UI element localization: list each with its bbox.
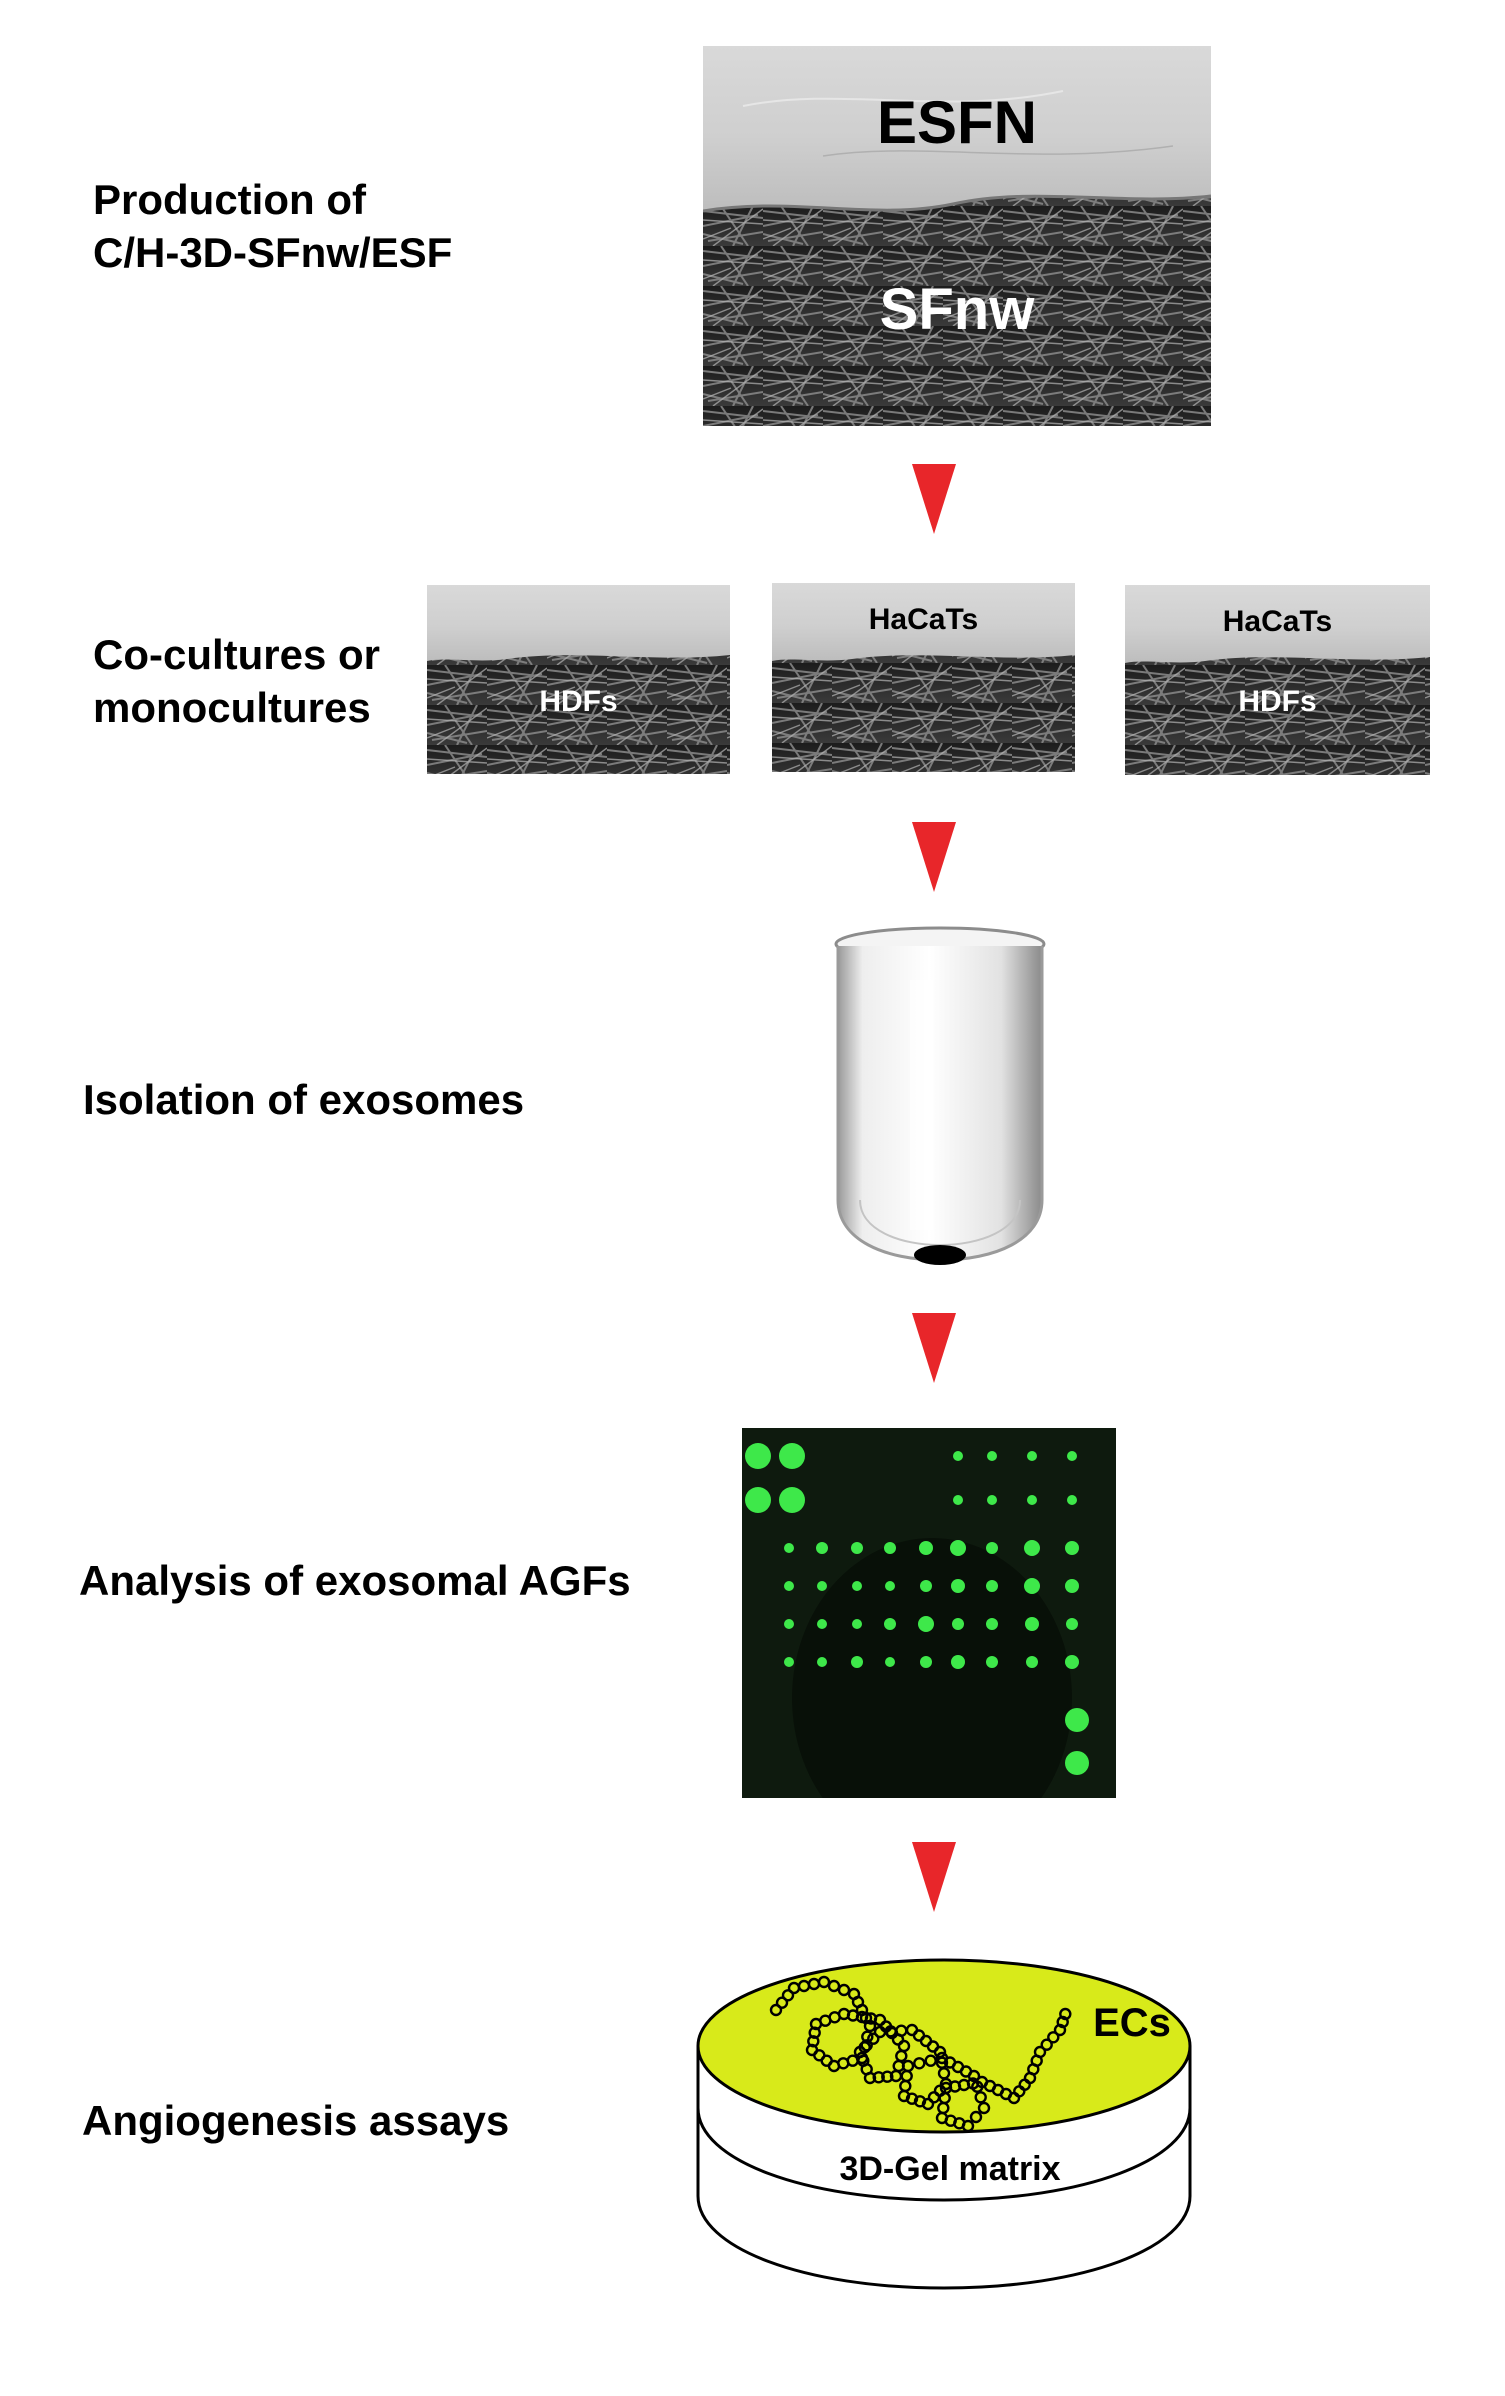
array-spot	[1027, 1451, 1037, 1461]
array-spot	[1065, 1708, 1089, 1732]
step-label-line: Co-cultures or	[93, 631, 381, 678]
step-label-line: Isolation of exosomes	[83, 1076, 525, 1123]
array-spot	[745, 1443, 771, 1469]
flow-arrow-3	[912, 1313, 956, 1383]
esfn-layer-label: ESFN	[876, 89, 1038, 156]
antibody-array-image	[742, 1428, 1116, 1798]
step-label-line: Production of	[93, 176, 366, 223]
array-spot	[852, 1581, 862, 1591]
array-spot	[1067, 1451, 1077, 1461]
array-spot	[779, 1487, 805, 1513]
culture-sem-graphic	[772, 583, 1075, 772]
sfnw-layer-label: SFnw	[879, 277, 1035, 342]
step-label-production: Production of C/H-3D-SFnw/ESF	[93, 173, 452, 279]
array-spot	[1024, 1578, 1040, 1594]
array-spot	[884, 1542, 896, 1554]
culture-panel-hacats: HaCaTs	[772, 583, 1075, 772]
culture-bottom-label: HDFs	[539, 685, 618, 718]
array-spot	[952, 1618, 964, 1630]
array-spot	[951, 1655, 965, 1669]
dish-top-surface	[696, 1958, 1192, 2134]
step-label-cultures: Co-cultures or monocultures	[93, 628, 380, 734]
step-label-line: C/H-3D-SFnw/ESF	[93, 229, 453, 276]
array-spot	[851, 1656, 863, 1668]
culture-panel-coculture: HaCaTs HDFs	[1125, 585, 1430, 775]
array-spot	[1065, 1751, 1089, 1775]
flow-arrow-4	[912, 1842, 956, 1912]
array-spot	[1024, 1540, 1040, 1556]
array-spot	[951, 1579, 965, 1593]
gel-matrix-label: 3D-Gel matrix	[839, 2150, 1060, 2188]
step-label-line: monocultures	[93, 684, 371, 731]
array-spot	[919, 1541, 933, 1555]
array-spot	[817, 1657, 827, 1667]
array-spot	[920, 1580, 932, 1592]
array-spot	[784, 1657, 794, 1667]
culture-sem-graphic	[1125, 585, 1430, 775]
array-spot	[817, 1581, 827, 1591]
array-spot	[1065, 1655, 1079, 1669]
array-spot	[784, 1543, 794, 1553]
array-spot	[953, 1495, 963, 1505]
exosome-pellet	[914, 1245, 966, 1265]
step-label-isolation: Isolation of exosomes	[83, 1073, 524, 1126]
array-spot	[953, 1451, 963, 1461]
gel-dish-illustration: ECs 3D-Gel matrix	[696, 1958, 1192, 2290]
step-label-line: Angiogenesis assays	[82, 2097, 510, 2144]
array-spot	[986, 1618, 998, 1630]
array-spot	[950, 1540, 966, 1556]
array-spot	[987, 1495, 997, 1505]
array-spot	[784, 1581, 794, 1591]
array-spot	[986, 1580, 998, 1592]
array-spot	[1026, 1656, 1038, 1668]
array-spot	[745, 1487, 771, 1513]
array-spot	[784, 1619, 794, 1629]
scaffold-sem-image: ESFN SFnw	[702, 46, 1212, 426]
culture-sem-graphic	[427, 585, 730, 774]
step-label-angiogenesis: Angiogenesis assays	[82, 2094, 509, 2147]
ecs-label: ECs	[1093, 2001, 1171, 2045]
array-spot	[986, 1656, 998, 1668]
endothelial-tube-network	[769, 1975, 1072, 2133]
scaffold-sem-graphic	[702, 46, 1212, 426]
culture-top-label: HaCaTs	[1222, 605, 1333, 638]
test-tube-illustration	[834, 926, 1046, 1265]
array-spot	[817, 1619, 827, 1629]
array-spot	[885, 1581, 895, 1591]
array-spot	[851, 1542, 863, 1554]
array-spot	[1065, 1579, 1079, 1593]
array-spot	[852, 1619, 862, 1629]
flow-arrow-1	[912, 464, 956, 534]
step-label-line: Analysis of exosomal AGFs	[79, 1557, 631, 1604]
step-label-analysis: Analysis of exosomal AGFs	[79, 1554, 631, 1607]
array-spot	[1027, 1495, 1037, 1505]
array-spot	[884, 1618, 896, 1630]
array-spot	[816, 1542, 828, 1554]
array-spot	[986, 1542, 998, 1554]
culture-bottom-label: HDFs	[1238, 685, 1317, 718]
array-spot	[918, 1616, 934, 1632]
array-spot	[1067, 1495, 1077, 1505]
array-spot	[885, 1657, 895, 1667]
array-spot	[920, 1656, 932, 1668]
array-spot	[779, 1443, 805, 1469]
culture-top-label: HaCaTs	[868, 603, 979, 636]
array-spot	[1065, 1541, 1079, 1555]
array-spot	[1066, 1618, 1078, 1630]
culture-panel-hdfs: HDFs	[427, 585, 730, 774]
array-spot	[987, 1451, 997, 1461]
flow-arrow-2	[912, 822, 956, 892]
array-spot	[1025, 1617, 1039, 1631]
